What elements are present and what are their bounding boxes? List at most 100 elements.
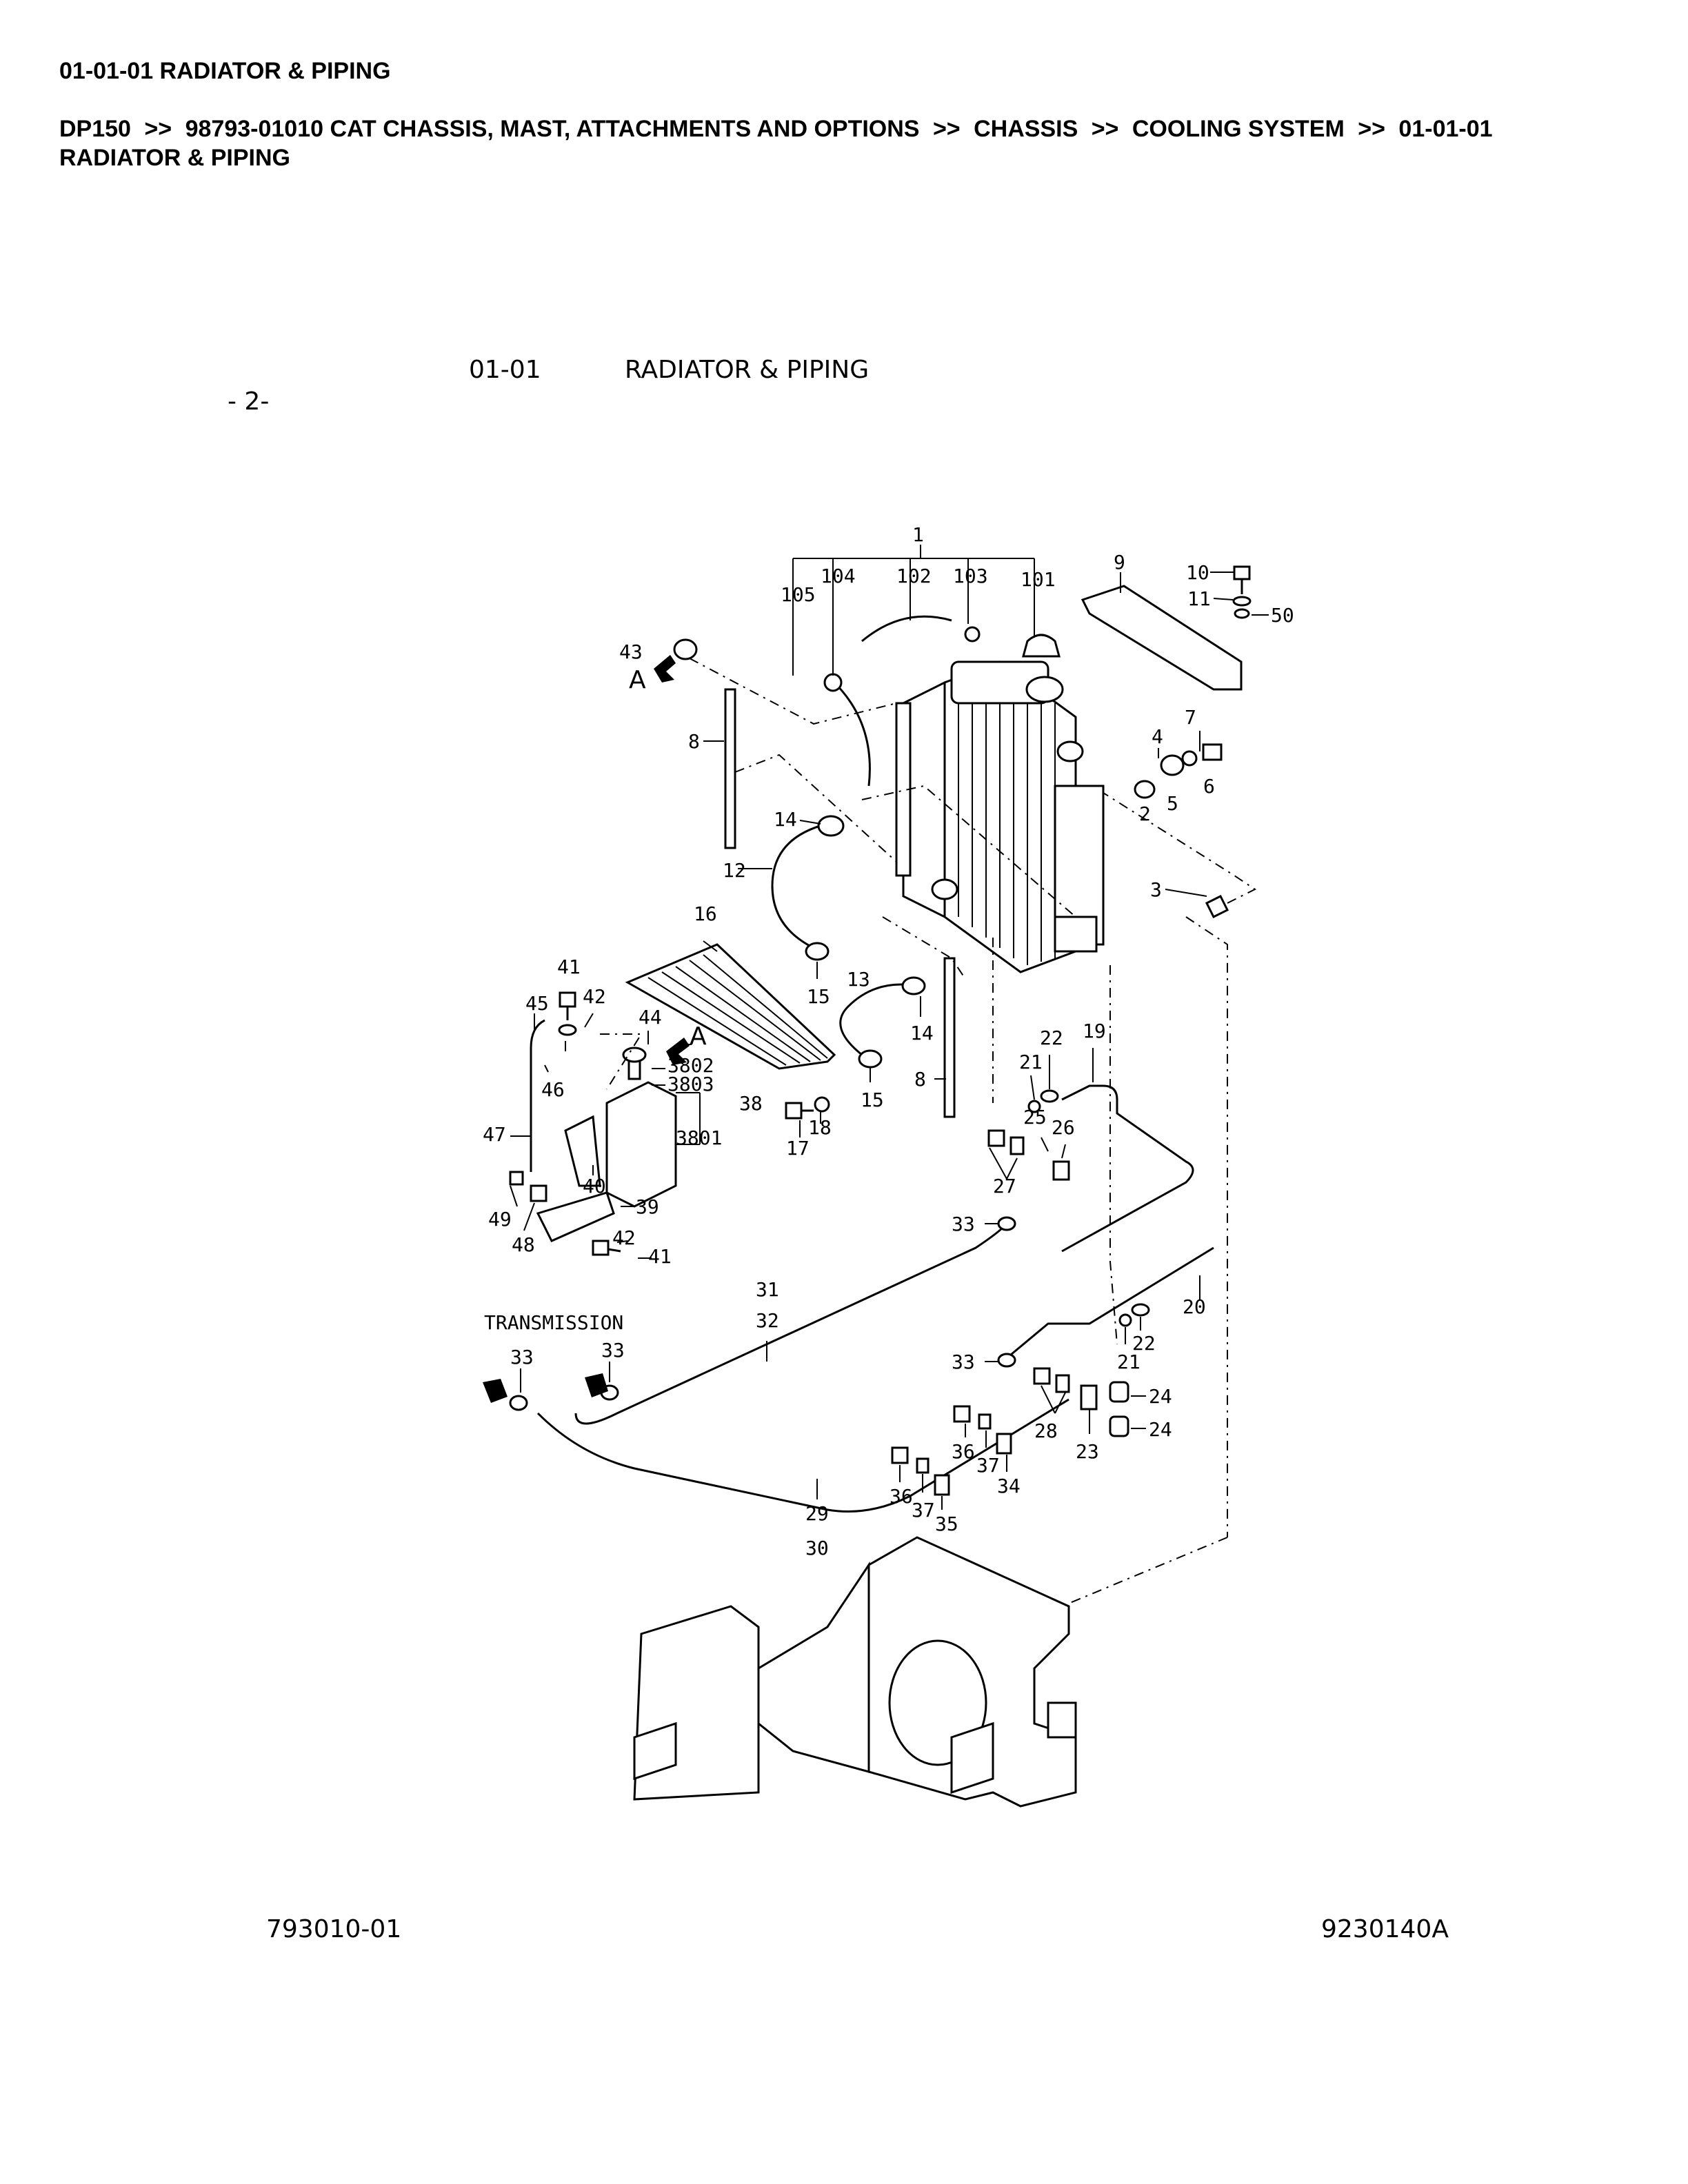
callout-101[interactable]: 101 — [1021, 568, 1056, 591]
guard-fasteners[interactable] — [785, 1096, 830, 1120]
callout-103[interactable]: 103 — [953, 565, 988, 587]
callout-37-right[interactable]: 37 — [976, 1454, 1000, 1477]
radiator-assembly[interactable] — [902, 660, 1105, 973]
callout-22-upper[interactable]: 22 — [1040, 1027, 1063, 1049]
callout-17[interactable]: 17 — [786, 1137, 810, 1160]
lower-radiator-hose[interactable] — [839, 983, 918, 1056]
chassis-frame[interactable] — [633, 1536, 1077, 1808]
hose-clamp-upper[interactable] — [817, 815, 845, 837]
pipe-clamps-upper[interactable] — [987, 1129, 1070, 1181]
fan-guard[interactable] — [625, 943, 836, 1070]
callout-44[interactable]: 44 — [639, 1006, 662, 1029]
tank-fasteners[interactable] — [509, 991, 621, 1256]
callout-21-upper[interactable]: 21 — [1019, 1051, 1043, 1073]
callout-15-lower[interactable]: 15 — [861, 1089, 884, 1111]
callout-46[interactable]: 46 — [541, 1078, 565, 1101]
callout-14-upper[interactable]: 14 — [774, 808, 797, 831]
callout-42-lower[interactable]: 42 — [612, 1226, 636, 1249]
callout-11[interactable]: 11 — [1187, 587, 1211, 610]
callout-14-lower[interactable]: 14 — [910, 1022, 934, 1044]
callout-33-mid[interactable]: 33 — [952, 1351, 975, 1373]
callout-7[interactable]: 7 — [1185, 706, 1196, 729]
callout-36-left[interactable]: 36 — [890, 1485, 913, 1508]
pipe-clamps-34-37[interactable] — [891, 1405, 1012, 1496]
callout-24-upper[interactable]: 24 — [1149, 1385, 1172, 1408]
callout-26[interactable]: 26 — [1052, 1116, 1075, 1139]
callout-38[interactable]: 38 — [739, 1092, 763, 1115]
callout-19[interactable]: 19 — [1083, 1020, 1106, 1042]
pipe-clamps-lower[interactable] — [1033, 1367, 1129, 1437]
breadcrumb-item-chassis[interactable]: CHASSIS — [974, 116, 1078, 142]
callout-33-left[interactable]: 33 — [510, 1346, 534, 1368]
callout-3803[interactable]: 3803 — [667, 1073, 714, 1095]
radiator-seal-right[interactable] — [943, 957, 956, 1118]
hose-clamp-15b[interactable] — [858, 1049, 883, 1069]
callout-22-lower[interactable]: 22 — [1132, 1332, 1156, 1355]
callout-43[interactable]: 43 — [619, 640, 643, 663]
callout-8-upper[interactable]: 8 — [688, 730, 700, 753]
pipe-fitting[interactable] — [823, 673, 843, 692]
callout-3[interactable]: 3 — [1150, 878, 1162, 901]
callout-27[interactable]: 27 — [993, 1175, 1016, 1197]
callout-6[interactable]: 6 — [1203, 775, 1215, 798]
callout-5[interactable]: 5 — [1167, 792, 1178, 815]
tank-bracket[interactable] — [564, 1115, 601, 1187]
overflow-tube[interactable] — [530, 1019, 545, 1172]
radiator-mount-fasteners[interactable] — [1134, 743, 1223, 799]
breadcrumb-item-catalog[interactable]: 98793-01010 CAT CHASSIS, MAST, ATTACHMEN… — [185, 116, 920, 142]
callout-48[interactable]: 48 — [512, 1233, 535, 1256]
callout-2[interactable]: 2 — [1139, 802, 1151, 825]
callout-12[interactable]: 12 — [723, 859, 746, 882]
callout-41-lower[interactable]: 41 — [648, 1245, 672, 1268]
callout-41-upper[interactable]: 41 — [557, 956, 581, 978]
radiator-seal-left[interactable] — [724, 688, 736, 849]
callout-25[interactable]: 25 — [1023, 1106, 1047, 1129]
callout-8-lower[interactable]: 8 — [914, 1068, 926, 1091]
callout-9[interactable]: 9 — [1114, 551, 1125, 574]
callout-29[interactable]: 29 — [805, 1502, 829, 1525]
callout-42-upper[interactable]: 42 — [583, 985, 606, 1008]
hose-clamp-15a[interactable] — [805, 942, 830, 961]
callout-18[interactable]: 18 — [808, 1116, 832, 1139]
oil-cooler-pipe-29-30[interactable] — [536, 1398, 1069, 1513]
callout-36-right[interactable]: 36 — [952, 1440, 975, 1463]
callout-20[interactable]: 20 — [1183, 1295, 1206, 1318]
callout-4[interactable]: 4 — [1152, 725, 1163, 748]
callout-47[interactable]: 47 — [483, 1123, 506, 1146]
tank-mount-plate[interactable] — [536, 1191, 615, 1242]
callout-104[interactable]: 104 — [821, 565, 856, 587]
callout-30[interactable]: 30 — [805, 1537, 829, 1559]
oil-cooler-pipe-31-32[interactable] — [574, 1226, 1005, 1425]
transmission-cooler-hose-19[interactable] — [1061, 1084, 1194, 1253]
upper-radiator-hose[interactable] — [771, 822, 828, 949]
callout-31[interactable]: 31 — [756, 1278, 779, 1301]
callout-16[interactable]: 16 — [694, 902, 717, 925]
callout-45[interactable]: 45 — [525, 992, 549, 1015]
callout-28[interactable]: 28 — [1034, 1419, 1058, 1442]
callout-33-right[interactable]: 33 — [601, 1339, 625, 1362]
callout-21-lower[interactable]: 21 — [1117, 1351, 1141, 1373]
breadcrumb-item-model[interactable]: DP150 — [59, 116, 131, 142]
radiator-cap[interactable] — [1022, 634, 1061, 658]
radiator-bracket[interactable] — [1081, 585, 1243, 691]
callout-13[interactable]: 13 — [847, 968, 870, 991]
callout-15-upper[interactable]: 15 — [807, 985, 830, 1008]
callout-50[interactable]: 50 — [1271, 604, 1294, 627]
callout-10[interactable]: 10 — [1186, 561, 1209, 584]
radiator-pipe[interactable] — [833, 681, 871, 787]
callout-37-left[interactable]: 37 — [912, 1499, 935, 1521]
hose-clamp-lower[interactable] — [901, 976, 926, 995]
callout-40[interactable]: 40 — [583, 1175, 606, 1197]
overflow-hose[interactable] — [861, 615, 952, 643]
callout-39[interactable]: 39 — [636, 1195, 659, 1218]
hose-clamp[interactable] — [964, 626, 981, 643]
transmission-cooler-hose-20[interactable] — [1006, 1246, 1214, 1359]
callout-32[interactable]: 32 — [756, 1309, 779, 1332]
callout-34[interactable]: 34 — [997, 1475, 1021, 1497]
callout-3802[interactable]: 3802 — [667, 1054, 714, 1077]
callout-24-lower[interactable]: 24 — [1149, 1418, 1172, 1441]
callout-35[interactable]: 35 — [935, 1513, 958, 1535]
reserve-tank[interactable] — [605, 1046, 677, 1208]
callout-23[interactable]: 23 — [1076, 1440, 1099, 1463]
hose-fittings-upper[interactable] — [1027, 1089, 1059, 1113]
